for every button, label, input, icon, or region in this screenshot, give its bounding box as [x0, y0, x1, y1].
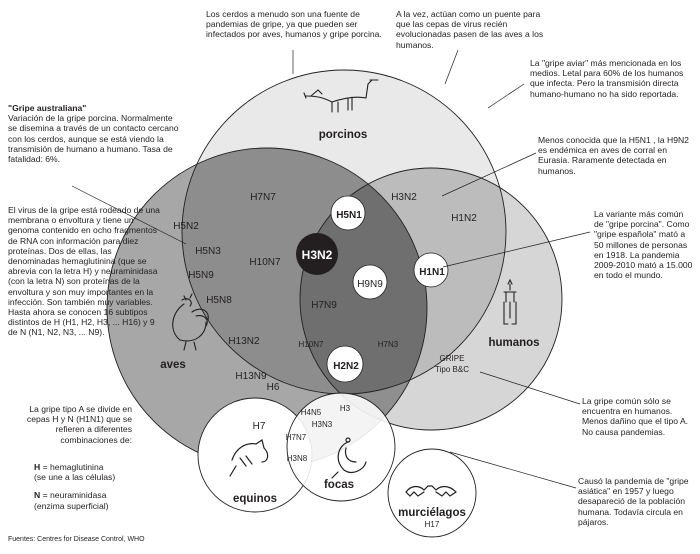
note-aviar: La "gripe aviar" más mencionada en los m… — [530, 58, 684, 99]
subtype-h1n1: H1N1 — [419, 267, 445, 278]
subtype-h10n7-mid: H10N7 — [249, 257, 281, 268]
source-credit: Fuentes: Centres for Disease Control, WH… — [8, 536, 145, 543]
subtype-h5n3: H5N3 — [195, 246, 221, 257]
equinos-label: equinos — [233, 493, 277, 505]
n-letter: N — [34, 490, 41, 501]
subtype-h7n9: H7N9 — [311, 300, 337, 311]
porcinos-label: porcinos — [319, 129, 368, 141]
subtype-h6: H6 — [267, 382, 280, 393]
subtype-h4n5: H4N5 — [301, 408, 322, 417]
h9n9-badge — [352, 264, 388, 300]
note-cerdos: Los cerdos a menudo son una fuente de pa… — [206, 9, 382, 40]
subtype-h13n2: H13N2 — [228, 336, 260, 347]
h-definition: = hemaglutinina — [40, 462, 104, 472]
subtype-h10n7-low: H10N7 — [299, 340, 324, 349]
seal-icon — [331, 437, 367, 479]
subtype-h2n2: H2N2 — [333, 361, 359, 372]
subtype-h7n7-top: H7N7 — [250, 192, 276, 203]
focas-label: focas — [324, 479, 354, 491]
h-letter: H — [34, 462, 41, 472]
subtype-h5n1: H5N1 — [336, 210, 362, 221]
subtype-tipo-bc: Tipo B&C — [435, 365, 469, 374]
note-h9n2: Menos conocida que la H5N1 , la H9N2 es … — [538, 135, 689, 176]
note-porcina: La variante más común de "gripe porcina"… — [594, 209, 693, 281]
triple-overlap — [300, 168, 427, 394]
subtype-h9n9: H9N9 — [357, 279, 383, 290]
subtype-h13n9: H13N9 — [235, 371, 267, 382]
pig-icon — [303, 79, 379, 113]
subtype-h7n3: H7N3 — [378, 340, 399, 349]
h3n2-badge — [296, 233, 338, 275]
aves-label: aves — [160, 359, 186, 371]
n-definition: = neuraminidasa — [40, 490, 107, 501]
subtype-h3n3: H3N3 — [312, 420, 333, 429]
subtype-h5n2: H5N2 — [173, 221, 199, 232]
note-tipo-a: La gripe tipo A se divide en cepas H y N… — [26, 404, 132, 445]
subtype-h5n9: H5N9 — [188, 270, 214, 281]
h2n2-badge — [326, 345, 364, 383]
bat-icon — [405, 485, 457, 497]
subtype-h3n2-center: H3N2 — [302, 248, 333, 262]
subtype-h1n2: H1N2 — [451, 213, 477, 224]
human-figure-icon — [503, 278, 517, 325]
note-asiatica: Causó la pandemia de "gripe asiática" en… — [578, 476, 689, 527]
subtype-h5n8: H5N8 — [206, 295, 232, 306]
murcielagos-circle — [387, 448, 477, 538]
murcielagos-label: murciélagos — [398, 507, 466, 519]
murcielagos-subtype: H17 — [425, 520, 440, 529]
note-definitions: H = hemaglutinina (se une a las células)… — [34, 462, 116, 511]
subtype-gripe: GRIPE — [440, 354, 465, 363]
note-virus: El virus de la gripe está rodeado de una… — [8, 205, 160, 338]
subtype-h3n2-top: H3N2 — [391, 192, 417, 203]
subtype-h3n8: H3N8 — [287, 454, 308, 463]
h5n1-badge — [330, 195, 366, 231]
note-puente: A la vez, actúan como un puente para que… — [396, 9, 544, 50]
horse-icon — [229, 439, 269, 477]
note-australiana: "Gripe australiana" Variación de la grip… — [8, 103, 179, 165]
subtype-h3: H3 — [340, 404, 351, 413]
subtype-h7n7-bottom: H7N7 — [286, 433, 307, 442]
humanos-label: humanos — [488, 337, 539, 349]
note-comun: La gripe común sólo se encuentra en huma… — [582, 396, 689, 437]
rooster-icon — [172, 293, 209, 351]
h1n1-badge — [413, 252, 449, 288]
subtype-h7-bottom: H7 — [253, 421, 266, 432]
